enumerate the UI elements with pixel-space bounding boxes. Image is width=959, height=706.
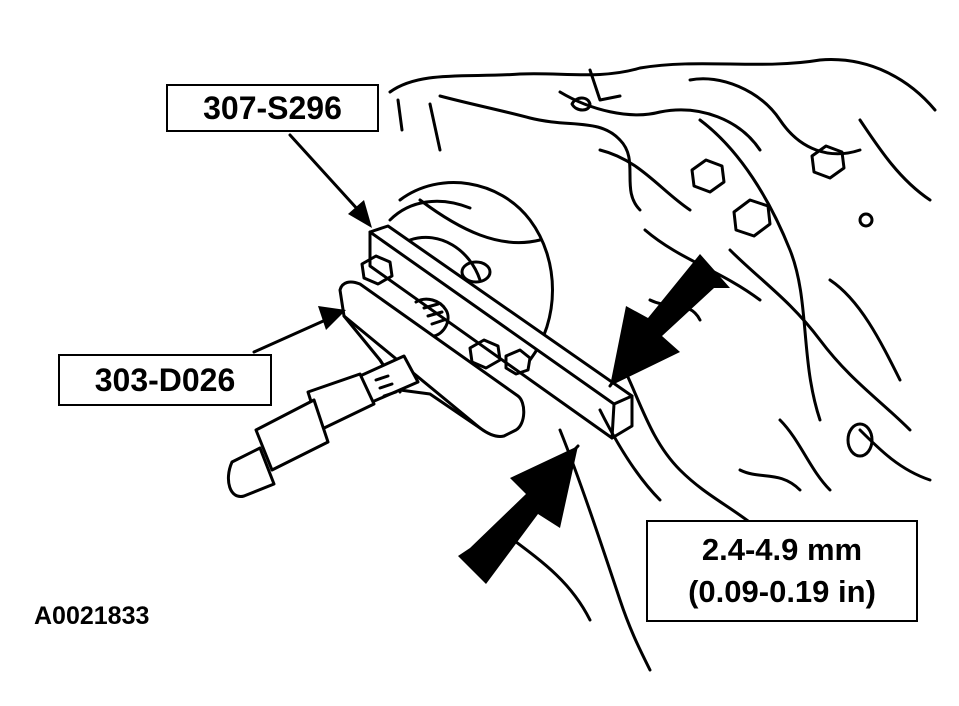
gauge-bar-tool	[368, 224, 634, 440]
arrowhead-303-D026	[318, 306, 346, 330]
measurement-arrows	[458, 254, 730, 584]
lower-measure-arrow	[458, 446, 578, 584]
upper-measure-arrow	[610, 254, 730, 386]
measurement-spec-box: 2.4-4.9 mm (0.09-0.19 in)	[646, 520, 918, 622]
tool-label-307-S296-text: 307-S296	[203, 89, 342, 126]
converter-disc	[388, 181, 554, 362]
spec-imperial: (0.09-0.19 in)	[688, 574, 876, 609]
depth-micrometer-tool	[227, 254, 532, 498]
tool-label-307-S296: 307-S296	[166, 84, 379, 132]
bolt-heads	[690, 144, 874, 458]
tool-label-303-D026: 303-D026	[58, 354, 272, 406]
transmission-housing	[388, 58, 937, 672]
leader-arrows	[252, 133, 372, 354]
arrowhead-307-S296	[348, 200, 372, 228]
tool-label-303-D026-text: 303-D026	[94, 361, 236, 398]
spec-metric: 2.4-4.9 mm	[701, 532, 863, 567]
figure-id: A0021833	[34, 602, 150, 630]
